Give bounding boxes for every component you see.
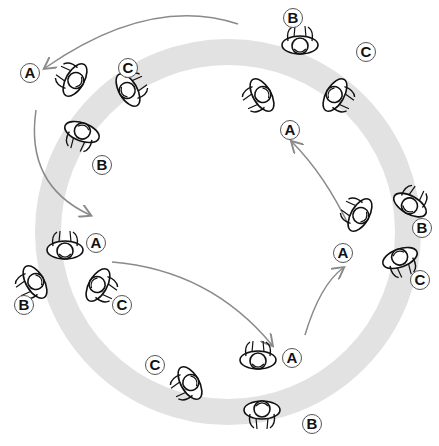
rotation-arrows: [34, 16, 350, 345]
role-letter: C: [410, 270, 430, 290]
role-letter: B: [14, 295, 34, 315]
role-letter: C: [112, 295, 132, 315]
role-letter: B: [412, 218, 432, 238]
rotation-ring: [48, 52, 408, 412]
role-letter: B: [302, 414, 322, 434]
role-letter: A: [282, 348, 302, 368]
people-figures: [10, 26, 436, 429]
role-letter: C: [145, 355, 165, 375]
role-letter: B: [92, 155, 112, 175]
role-letter: A: [333, 243, 353, 263]
role-letter: B: [283, 8, 303, 28]
role-letter: A: [20, 63, 40, 83]
role-letter: C: [118, 58, 138, 78]
role-letter: A: [280, 120, 300, 140]
role-letter: A: [86, 233, 106, 253]
role-letter: C: [356, 42, 376, 62]
